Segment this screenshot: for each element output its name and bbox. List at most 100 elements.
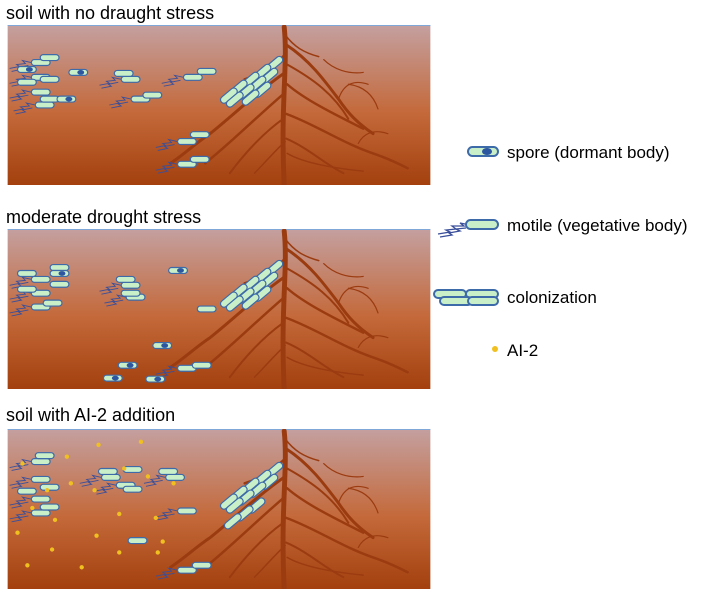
- ai2-legend-label: AI-2: [507, 341, 539, 360]
- lateral-root: [286, 63, 350, 120]
- bacterium-cell: [189, 131, 210, 139]
- bacterium-cell: [16, 78, 37, 86]
- lateral-root: [203, 92, 285, 165]
- ai2-dot: [153, 515, 158, 521]
- bacterium-cell: [142, 91, 163, 99]
- panel-moderate-drought: [7, 229, 431, 389]
- lateral-root: [347, 487, 379, 514]
- colonization-legend-icon: [433, 289, 499, 306]
- ai2-dot: [20, 461, 25, 466]
- lateral-root: [286, 556, 364, 576]
- lateral-root: [253, 140, 286, 174]
- motile-bacterium: [155, 137, 197, 151]
- bacterium-cell: [196, 305, 217, 313]
- ai2-legend-dot-icon: [492, 346, 498, 352]
- panel-no-stress: [7, 25, 431, 185]
- motile-bacterium: [9, 88, 51, 102]
- lateral-root: [253, 544, 286, 578]
- lateral-root: [357, 335, 389, 349]
- colonizing-cell: [241, 89, 260, 106]
- lateral-root: [285, 487, 365, 534]
- motile-bacterium: [161, 73, 203, 87]
- plant-root: [169, 25, 409, 185]
- bacterium-cell: [34, 452, 55, 460]
- lateral-root: [286, 267, 350, 324]
- bacterium-cell: [191, 561, 212, 569]
- lateral-root: [284, 516, 409, 574]
- spore-cell: [145, 375, 166, 383]
- ai2-dot: [44, 488, 50, 493]
- lateral-root: [285, 341, 345, 379]
- colonizing-cell: [225, 497, 244, 514]
- lateral-root: [253, 344, 286, 378]
- colonization-cluster: [219, 461, 284, 530]
- spore-cell: [152, 341, 173, 350]
- soil-background: [7, 25, 431, 185]
- spore-cell: [56, 95, 77, 103]
- taproot: [280, 229, 288, 389]
- soil-background: [7, 429, 431, 589]
- spore-legend-label: spore (dormant body): [507, 143, 670, 162]
- panel-ai2-addition: [7, 429, 431, 589]
- lateral-root: [285, 83, 365, 130]
- bacteria-layer: [9, 263, 217, 383]
- ai2-dot: [49, 547, 55, 552]
- ai2-dot: [155, 550, 160, 555]
- bacterium-cell: [191, 361, 212, 369]
- bacterium-cell: [120, 289, 141, 297]
- taproot: [280, 429, 288, 589]
- ai2-dot: [30, 505, 35, 511]
- lateral-root: [357, 131, 389, 145]
- lateral-root: [285, 137, 345, 175]
- soil-background: [7, 229, 431, 389]
- ai2-dot: [92, 488, 97, 493]
- bacterium-cell: [115, 275, 136, 283]
- lateral-root: [228, 321, 285, 379]
- lateral-root: [228, 117, 285, 175]
- motile-bacterium: [9, 475, 51, 489]
- motile-bacterium: [155, 507, 197, 521]
- panel-title-no-stress: soil with no draught stress: [6, 3, 215, 23]
- lateral-root: [284, 112, 409, 170]
- bacterium-cell: [39, 503, 60, 511]
- bacterium-cell: [122, 485, 143, 493]
- spore-cell: [168, 266, 188, 275]
- lateral-root: [169, 474, 287, 569]
- ai2-dot: [160, 539, 165, 544]
- ai2-dot: [52, 517, 58, 523]
- bacterium-cell: [39, 75, 60, 83]
- ai2-dot: [117, 511, 122, 517]
- ai2-dot: [15, 530, 20, 535]
- motile-bacterium: [9, 495, 51, 509]
- ai2-dot: [117, 550, 122, 555]
- motile-bacterium: [155, 160, 197, 174]
- ai2-dot: [122, 466, 127, 471]
- motile-legend-label: motile (vegetative body): [507, 216, 688, 235]
- lateral-root: [323, 262, 364, 278]
- lateral-root: [228, 521, 285, 579]
- motile-legend-icon: [437, 219, 499, 238]
- lateral-root: [347, 83, 379, 110]
- bacterium-cell: [39, 483, 60, 491]
- lateral-root: [203, 296, 285, 369]
- panel-title-ai2-addition: soil with AI-2 addition: [6, 405, 176, 425]
- motile-bacterium: [9, 275, 51, 289]
- ai2-dot: [171, 481, 176, 486]
- lateral-root: [286, 356, 364, 376]
- motile-bacterium: [99, 75, 141, 89]
- colonizing-cell: [223, 513, 242, 530]
- bacterium-cell: [39, 95, 60, 103]
- motile-bacterium: [9, 509, 51, 523]
- motile-bacterium: [143, 473, 186, 487]
- motile-bacterium: [99, 281, 141, 295]
- spore-legend-icon: [467, 146, 499, 157]
- colonization-cluster: [219, 55, 284, 108]
- lateral-root: [357, 535, 389, 549]
- lateral-root: [347, 287, 379, 314]
- spore-cell: [102, 374, 123, 382]
- lateral-root: [286, 152, 364, 172]
- lateral-root: [284, 34, 320, 58]
- colonizing-cell: [241, 293, 260, 310]
- ai2-dot: [138, 439, 144, 445]
- lateral-root: [323, 462, 364, 478]
